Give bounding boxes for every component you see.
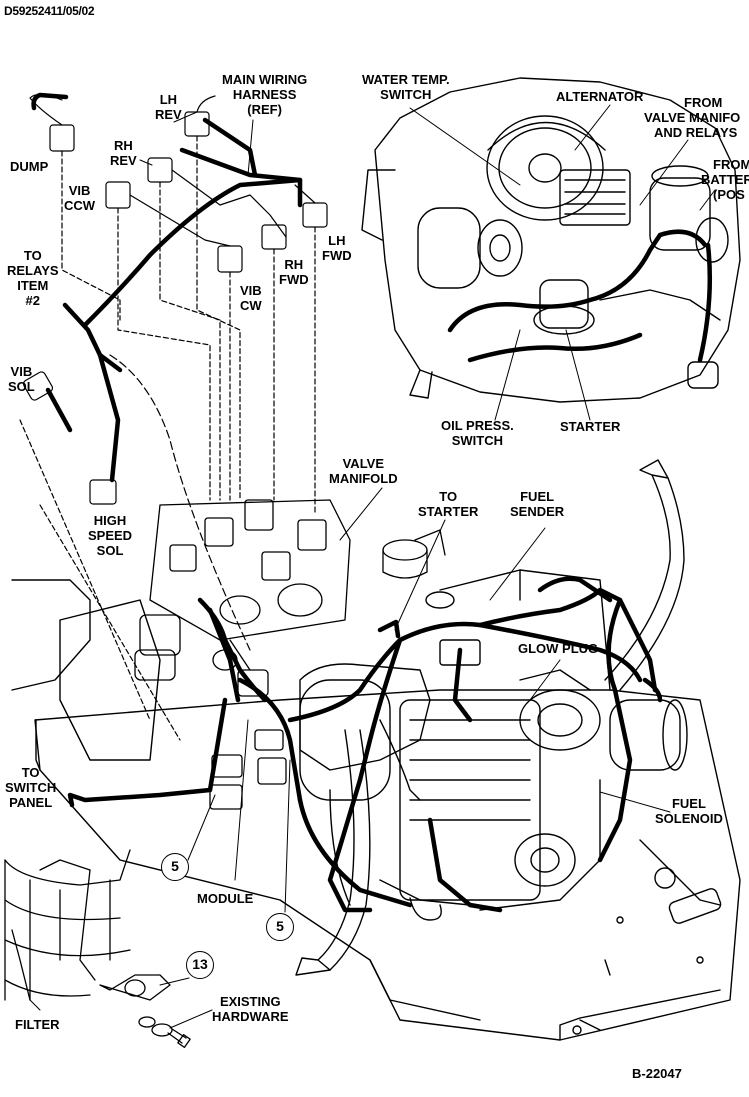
engine-inset-harness [447,229,713,363]
document-id: D59252411/05/02 [4,4,95,18]
main-harness-upper [31,92,303,483]
engine-inset [361,77,741,403]
main-harness-lower [67,576,663,913]
engine-inset-leaders [409,104,716,421]
label-water-temp-switch: WATER TEMP.SWITCH [362,72,450,102]
label-oil-press-switch: OIL PRESS.SWITCH [441,418,514,448]
callout-item-5-right: 5 [266,913,294,941]
label-starter: STARTER [560,419,621,434]
machine-frame [11,569,741,1041]
label-module: MODULE [197,891,254,906]
figure-id: B-22047 [632,1066,682,1081]
label-glow-plug: GLOW PLUG [518,641,599,656]
upper-leaders [139,111,254,176]
label-alternator: ALTERNATOR [556,89,644,104]
label-filter: FILTER [15,1017,60,1032]
label-dump: DUMP [10,159,49,174]
engine-main [299,639,722,976]
connector-tree [19,93,328,741]
filter-detail [4,849,191,1049]
lower-leaders [29,487,671,1029]
callout-item-13: 13 [186,951,214,979]
valve-manifold [134,499,446,681]
flow-arrows [295,459,685,976]
callout-item-5-left: 5 [161,853,189,881]
